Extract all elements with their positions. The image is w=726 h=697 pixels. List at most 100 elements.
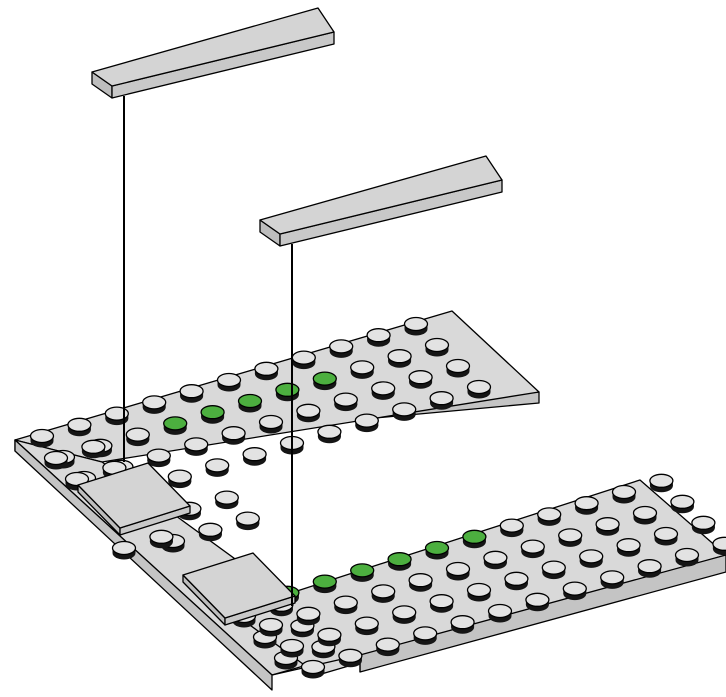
stud-green [424, 540, 450, 560]
stud [466, 582, 492, 602]
stud [167, 469, 192, 489]
stud [504, 571, 529, 591]
stud [146, 448, 171, 468]
stud [333, 392, 358, 412]
stud [300, 659, 326, 679]
stud-green [312, 574, 337, 594]
stud [579, 549, 604, 568]
stud [466, 379, 492, 399]
stud-green [275, 382, 300, 402]
stud [600, 570, 625, 589]
stud-green [237, 393, 263, 413]
stud [611, 484, 637, 504]
stud [674, 547, 700, 567]
stud [371, 381, 396, 400]
stud [653, 526, 679, 546]
stud [142, 395, 167, 414]
stud [273, 650, 299, 670]
stud [242, 447, 267, 466]
stud [445, 561, 471, 581]
stud [413, 626, 438, 645]
stud [562, 581, 587, 601]
stud-green [200, 405, 225, 424]
stud [616, 538, 641, 557]
stud-green [312, 371, 337, 391]
stud [424, 337, 450, 357]
stud [198, 522, 223, 542]
stud [125, 427, 150, 447]
stud [104, 406, 129, 426]
stud [179, 384, 204, 403]
stud [574, 496, 599, 515]
stud [81, 439, 106, 459]
stud [350, 360, 375, 379]
stud [670, 494, 695, 514]
stud [649, 473, 674, 493]
stud [354, 413, 379, 433]
stud [408, 573, 433, 592]
tile-2x2-back [77, 462, 191, 536]
stud [279, 638, 305, 658]
stud-green [350, 563, 375, 582]
stud [499, 518, 524, 538]
stud [520, 539, 545, 559]
stud [366, 328, 391, 347]
stud [214, 490, 239, 510]
stud [221, 426, 246, 445]
stud [408, 370, 433, 389]
stud [329, 339, 354, 358]
stud [111, 540, 137, 560]
stud [483, 550, 508, 570]
stud [392, 605, 417, 624]
stud [317, 627, 342, 647]
stud [637, 559, 662, 578]
stud [296, 403, 321, 423]
stud [216, 372, 242, 392]
stud [541, 560, 566, 580]
stud [317, 424, 342, 444]
stud [184, 437, 209, 456]
guide-lines [123, 96, 293, 606]
stud [67, 417, 92, 437]
stud [258, 414, 284, 434]
stud [29, 428, 55, 448]
stud [387, 349, 412, 368]
stud [392, 402, 417, 421]
stud [487, 603, 513, 623]
stud [291, 350, 316, 370]
stud [235, 511, 260, 531]
flat-tiles-1x6 [91, 7, 503, 247]
stud [691, 515, 716, 535]
stud [525, 592, 550, 612]
stud [333, 595, 358, 615]
stud [429, 594, 454, 613]
flat-tiles-2x2 [77, 462, 296, 626]
stud [632, 505, 658, 525]
stud [296, 606, 321, 626]
stud [258, 617, 284, 637]
stud [595, 517, 620, 536]
stud [338, 648, 363, 668]
plate-corner-left-side [14, 439, 273, 691]
stud-green [462, 529, 487, 549]
stud [712, 536, 726, 556]
stud-green [387, 552, 412, 571]
stud [375, 637, 400, 657]
stud [537, 507, 562, 526]
stud [205, 458, 230, 477]
stud [254, 361, 279, 381]
tile-1x6-lower [259, 155, 503, 247]
stud [403, 316, 429, 336]
stud [371, 584, 396, 603]
stud [43, 450, 69, 470]
stud-green [163, 416, 188, 435]
stud [149, 529, 174, 549]
stud [445, 358, 471, 378]
stud [450, 615, 475, 634]
tile-2x2-front [182, 552, 296, 626]
stud [429, 391, 454, 410]
tile-1x6-upper [91, 7, 335, 99]
stud [558, 528, 583, 547]
